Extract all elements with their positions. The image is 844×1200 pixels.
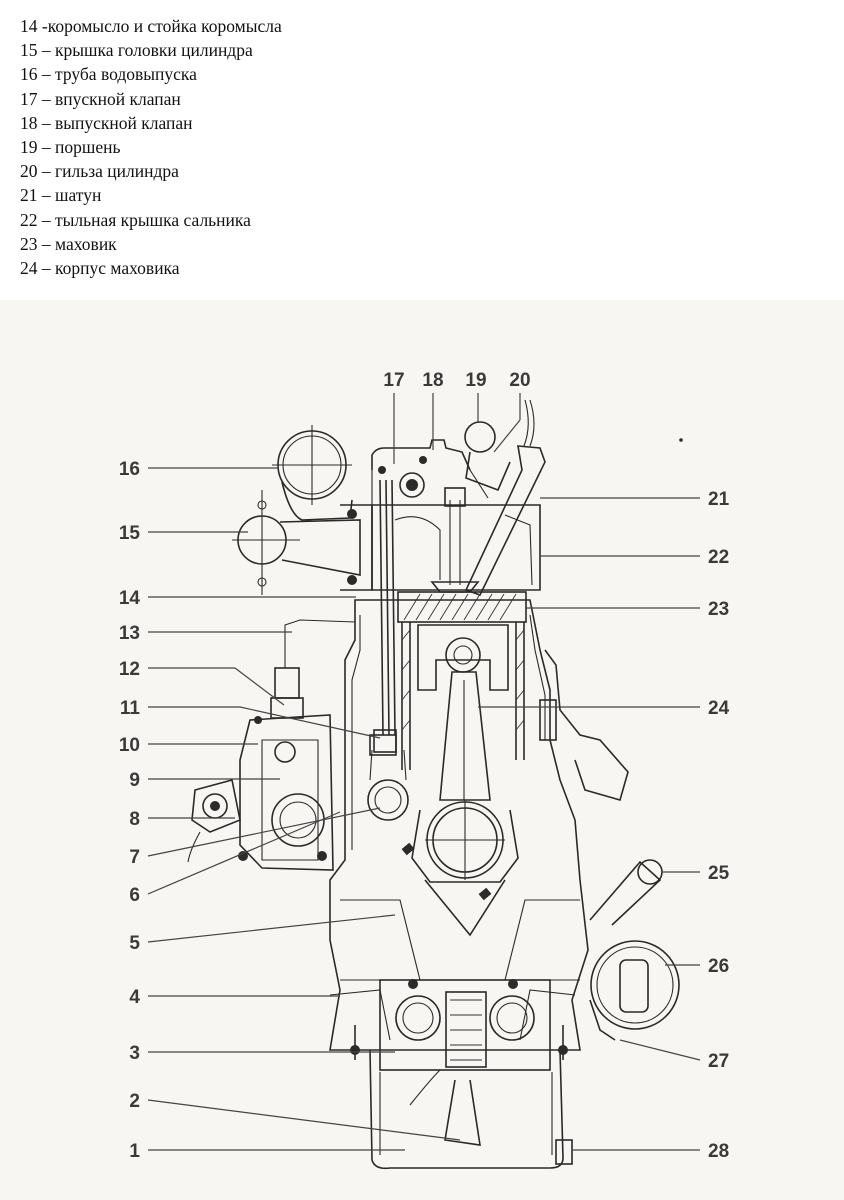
callout-6: 6 (129, 885, 140, 906)
valve-cover (371, 439, 540, 506)
callout-7: 7 (129, 847, 140, 868)
crankshaft-journal (401, 800, 519, 937)
callout-1: 1 (129, 1141, 140, 1162)
legend-item-17: 17 – впускной клапан (20, 88, 181, 109)
callout-23: 23 (708, 599, 729, 620)
callout-22: 22 (708, 547, 729, 568)
legend-item-15: 15 – крышка головки цилиндра (20, 40, 253, 61)
callout-9: 9 (129, 770, 140, 791)
leader-lines (147, 393, 701, 1151)
callout-5: 5 (129, 933, 140, 954)
callout-3: 3 (129, 1043, 140, 1064)
callout-27: 27 (708, 1051, 729, 1072)
main-bearing-cap (379, 979, 551, 1071)
legend-item-22: 22 – тыльная крышка сальника (20, 209, 251, 230)
cylinder-liner (397, 591, 527, 770)
callout-13: 13 (119, 623, 140, 644)
cylinder-head (371, 487, 541, 593)
piston (417, 624, 509, 691)
engine-drawing (187, 399, 683, 1170)
callout-18: 18 (422, 370, 443, 391)
callout-20: 20 (509, 370, 530, 391)
parts-legend: 14 -коромысло и стойка коромысла 15 – кр… (20, 14, 282, 280)
connecting-rod (439, 671, 491, 801)
callout-28: 28 (708, 1141, 729, 1162)
callout-12: 12 (119, 659, 140, 680)
legend-item-19: 19 – поршень (20, 137, 121, 158)
scan-speck (679, 438, 683, 442)
callout-21: 21 (708, 489, 730, 510)
oil-filter (589, 940, 680, 1041)
legend-item-16: 16 – труба водовыпуска (20, 64, 197, 85)
fuel-injection-pump (238, 619, 356, 871)
block-side-casting (539, 649, 629, 801)
injector (464, 399, 546, 596)
callout-10: 10 (119, 735, 140, 756)
legend-item-23: 23 – маховик (20, 233, 117, 254)
callout-24: 24 (708, 698, 730, 719)
callout-numbers: 1 2 3 4 5 6 7 8 9 10 11 12 13 14 15 16 1… (119, 370, 730, 1162)
legend-item-24: 24 – корпус маховика (20, 258, 180, 279)
water-outlet-pipe (272, 425, 353, 521)
callout-16: 16 (119, 459, 140, 480)
callout-4: 4 (129, 987, 140, 1008)
callout-15: 15 (119, 523, 141, 544)
oil-dipstick (589, 859, 663, 926)
thermostat-housing (232, 490, 373, 595)
camshaft (367, 734, 409, 821)
legend-item-21: 21 – шатун (20, 185, 102, 206)
callout-25: 25 (708, 863, 730, 884)
legend-item-20: 20 – гильза цилиндра (20, 161, 179, 182)
callout-19: 19 (465, 370, 486, 391)
callout-11: 11 (120, 698, 141, 719)
callout-17: 17 (383, 370, 404, 391)
callout-8: 8 (129, 809, 140, 830)
legend-item-14: 14 -коромысло и стойка коромысла (20, 16, 282, 36)
callout-2: 2 (129, 1091, 140, 1112)
callout-14: 14 (119, 588, 141, 609)
engine-cross-section-diagram: 1 2 3 4 5 6 7 8 9 10 11 12 13 14 15 16 1… (119, 370, 730, 1170)
fuel-feed-pump (187, 779, 241, 863)
legend-item-18: 18 – выпускной клапан (20, 112, 193, 133)
callout-26: 26 (708, 956, 729, 977)
pushrods (373, 479, 397, 753)
oil-sump (350, 1025, 573, 1170)
